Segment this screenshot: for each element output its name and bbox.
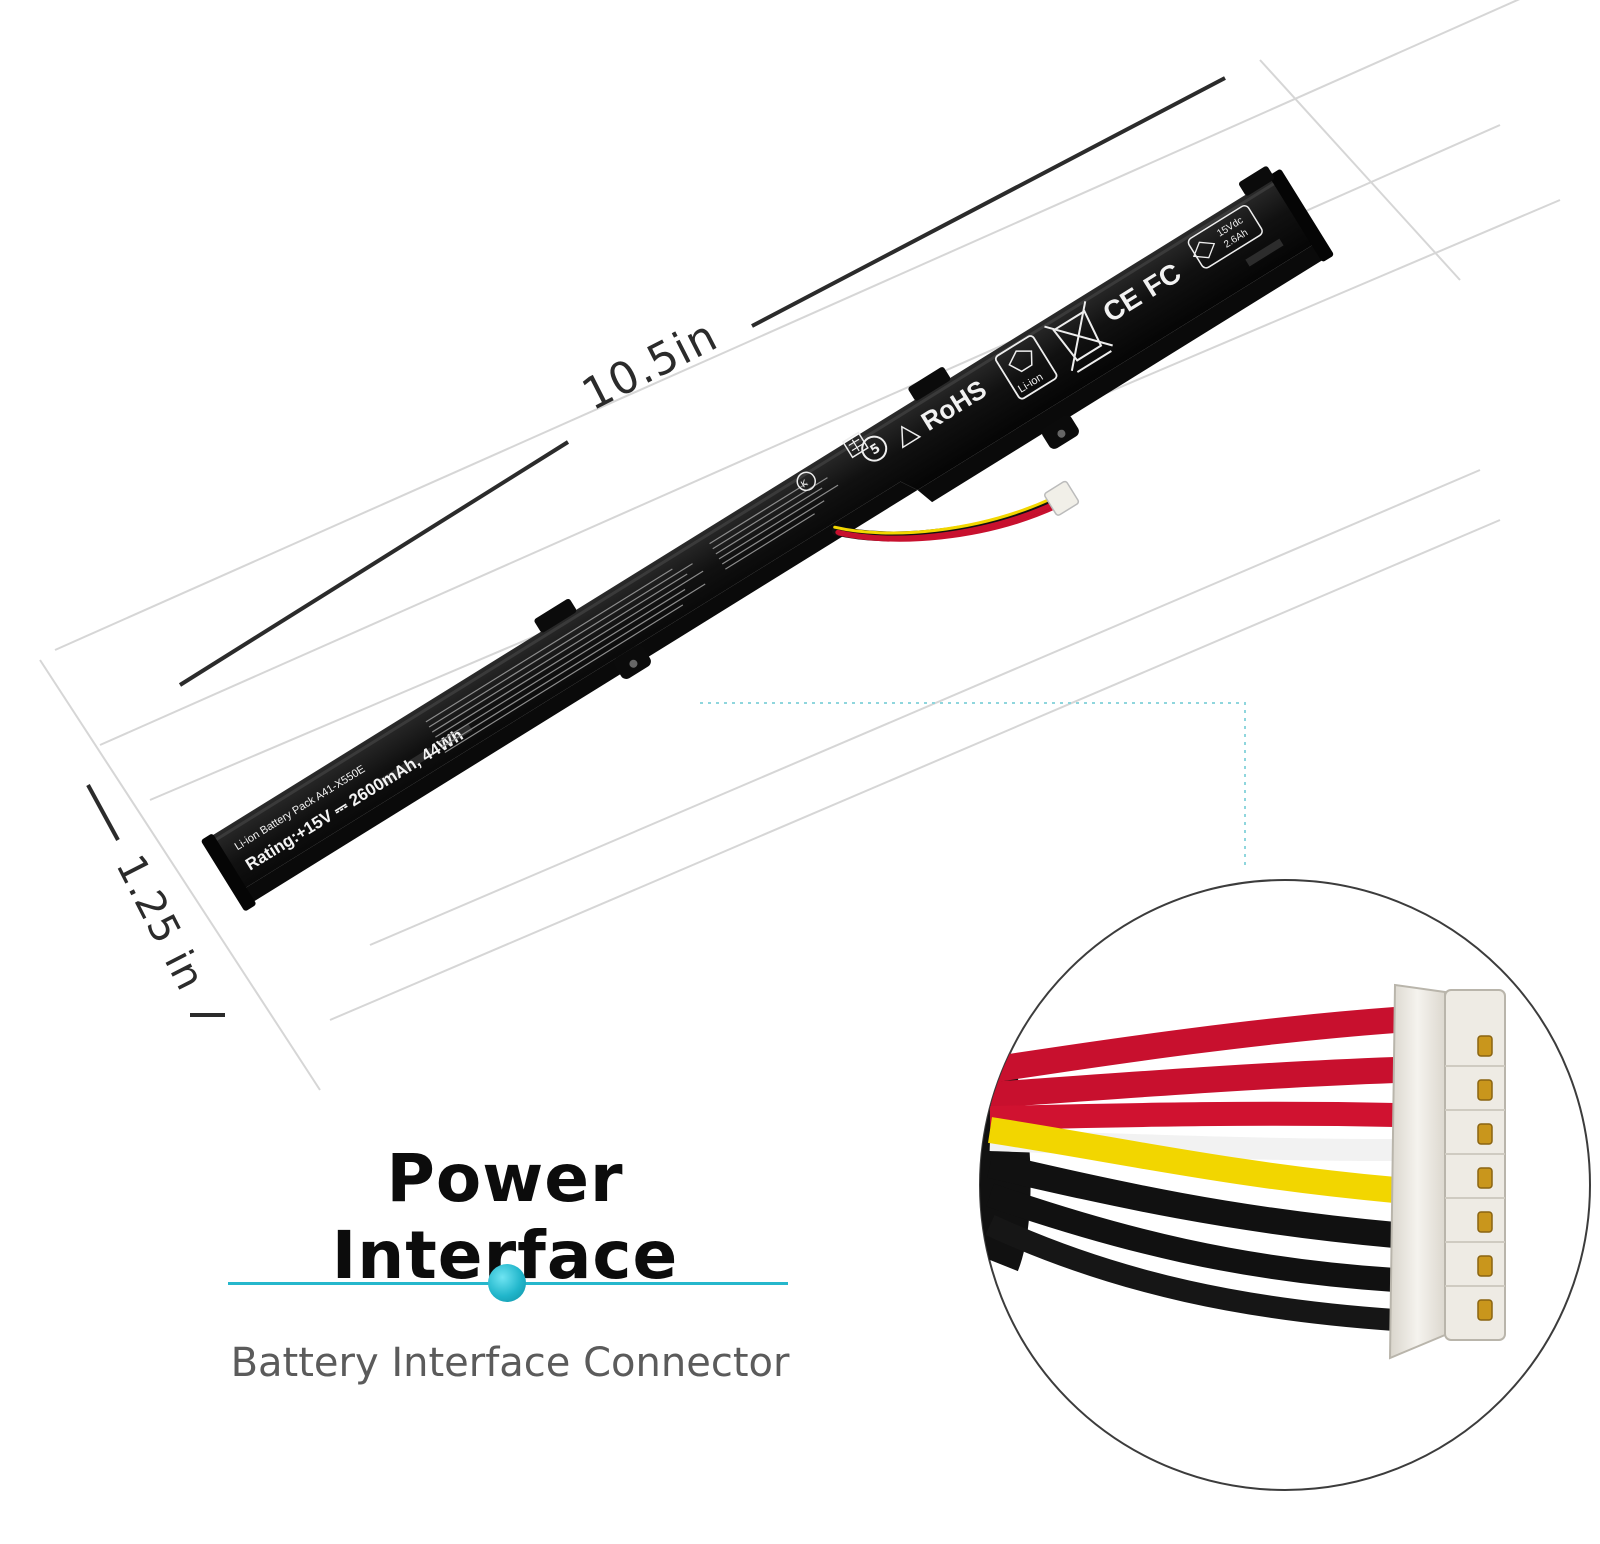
battery-pack: Li-ion Battery Pack A41-X550E Rating:+15… bbox=[201, 166, 1334, 911]
divider-dot-icon bbox=[488, 1264, 526, 1302]
battery-fine-print bbox=[425, 477, 839, 753]
weee-bin-icon bbox=[1044, 301, 1113, 373]
kc-mark-icon: K bbox=[796, 471, 816, 492]
width-dimension-lines bbox=[86, 784, 225, 1017]
callout-subtitle: Battery Interface Connector bbox=[230, 1340, 790, 1386]
length-dimension-lines bbox=[178, 76, 1226, 687]
china-mark-icon bbox=[842, 431, 869, 459]
wire-harness bbox=[831, 480, 1080, 542]
battery-body bbox=[205, 176, 1319, 893]
callout-connector bbox=[700, 702, 1246, 870]
connector-zoom-view bbox=[979, 879, 1591, 1491]
svg-text:K: K bbox=[800, 478, 811, 490]
connector-pins bbox=[1477, 1035, 1493, 1321]
warning-triangle-icon bbox=[901, 425, 922, 449]
